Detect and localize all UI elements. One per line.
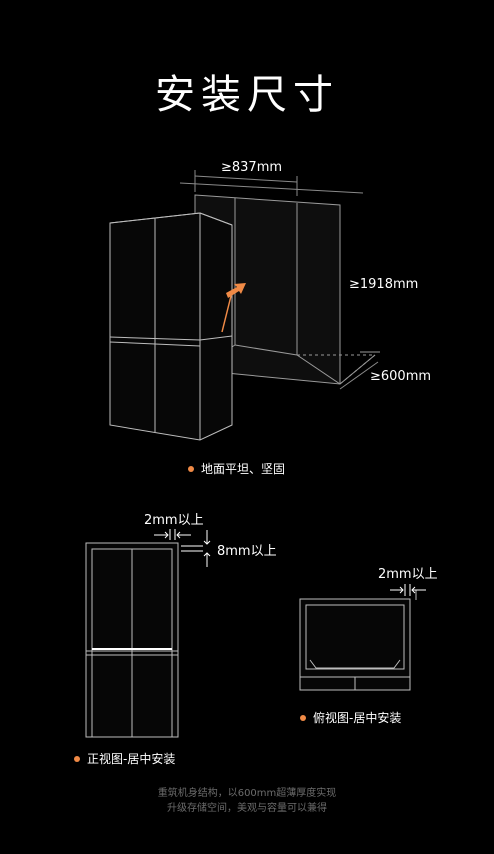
front-gap-markers [154,529,211,567]
width-dimension: ≥837mm [221,160,283,175]
page-title: 安装尺寸 [155,72,339,118]
height-dimension: ≥1918mm [349,277,419,292]
top-view-caption: 俯视图-居中安装 [300,709,401,726]
footer-text: 重筑机身结构，以600mm超薄厚度实现 升级存储空间，美观与容量可以兼得 [0,786,494,816]
push-arrow-icon [221,283,246,333]
refrigerator-3d [109,212,233,441]
width-bracket [179,170,364,196]
footer-line-1: 重筑机身结构，以600mm超薄厚度实现 [157,788,337,799]
bullet-dot-icon [74,755,80,762]
front-view-caption: 正视图-居中安装 [74,750,175,767]
bullet-dot-icon [188,465,194,472]
floor-caption: 地面平坦、坚固 [188,460,285,477]
top-view-fridge [299,590,417,691]
front-top-gap-label: 8mm以上 [217,544,277,559]
bullet-dot-icon [300,714,306,721]
top-side-gap-label: 2mm以上 [378,567,438,582]
depth-dimension: ≥600mm [370,369,432,384]
top-gap-markers [390,584,426,596]
front-side-gap-label: 2mm以上 [144,513,204,528]
front-view-fridge [85,542,179,738]
footer-line-2: 升级存储空间，美观与容量可以兼得 [167,803,327,814]
depth-line [339,361,379,390]
